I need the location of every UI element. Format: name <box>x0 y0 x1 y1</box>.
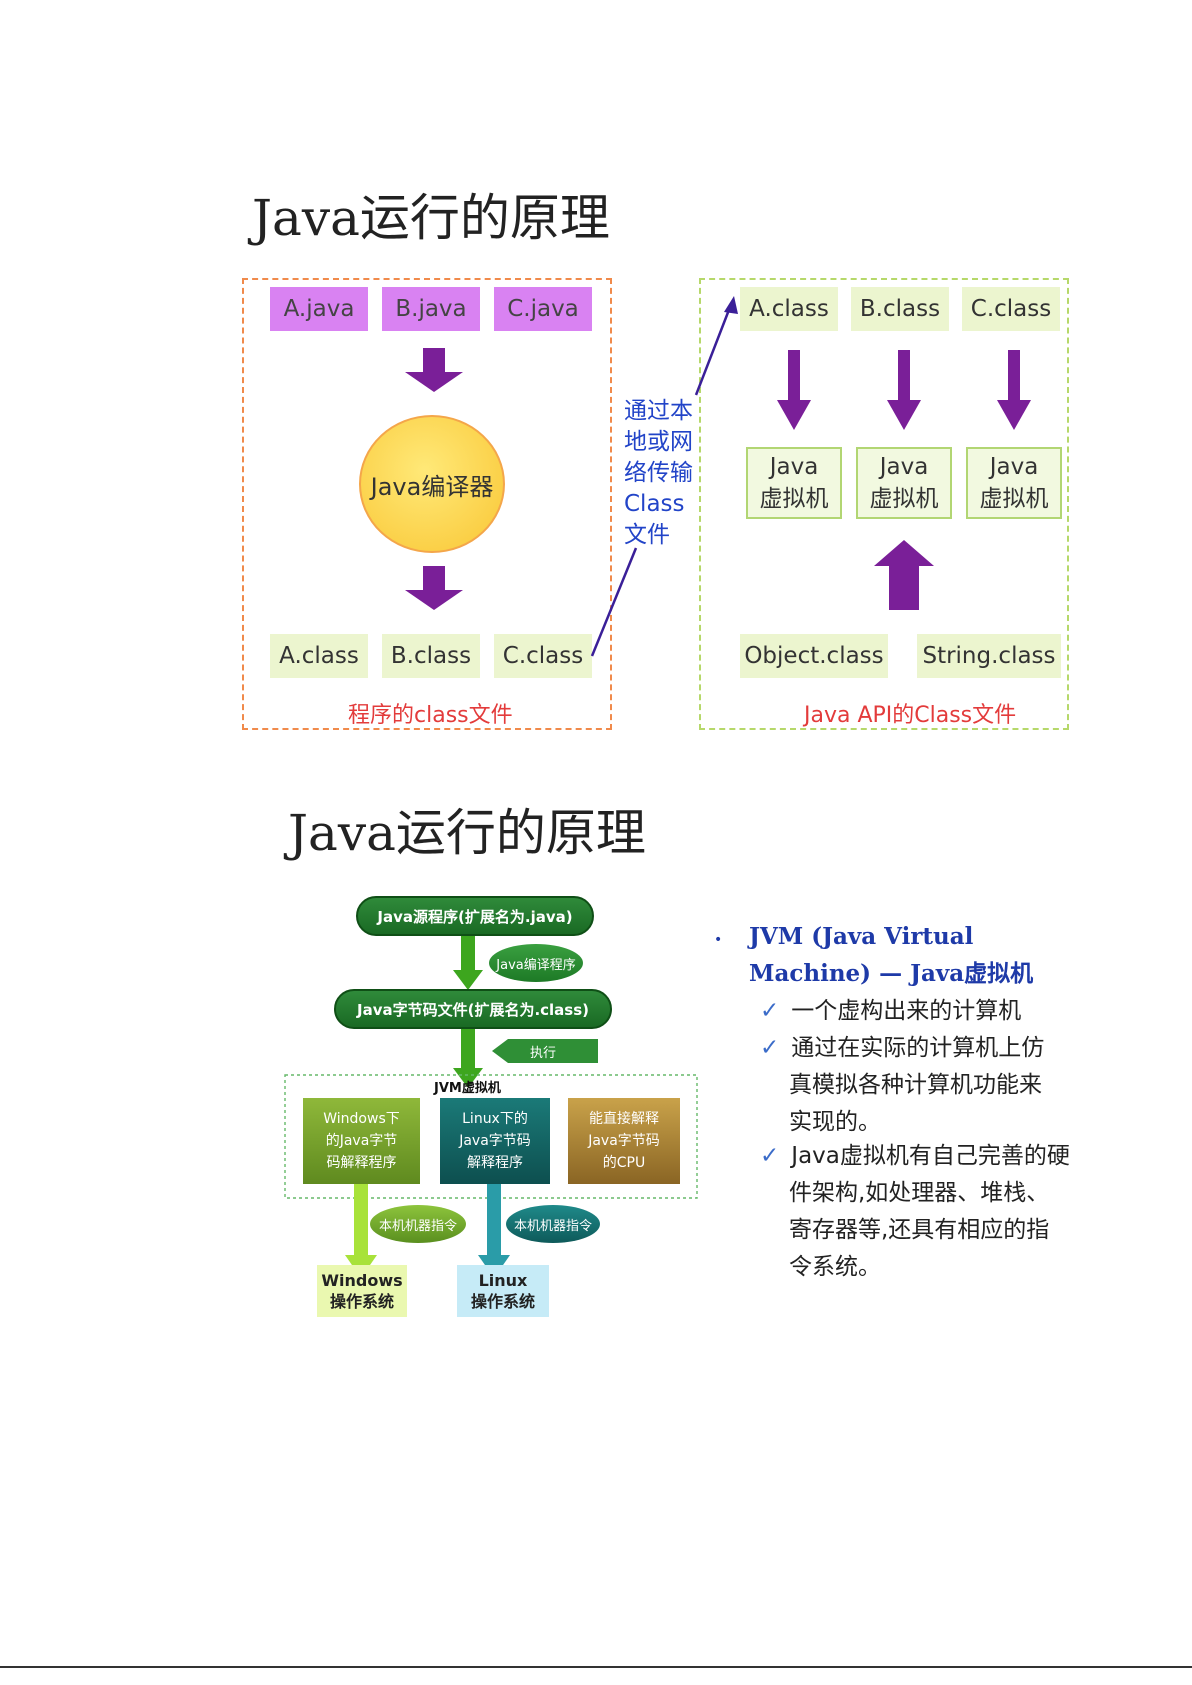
linux-os-box: Linux 操作系统 <box>457 1265 549 1317</box>
flow-arrow-1 <box>453 935 483 990</box>
windows-os-box: Windows 操作系统 <box>317 1265 407 1317</box>
check-icon: ✓ <box>760 1143 780 1169</box>
jvm-point-text: Java虚拟机有自己完善的硬 <box>791 1143 1070 1169</box>
transfer-arrow-head <box>724 296 738 314</box>
top-title: Java运行的原理 <box>252 189 610 247</box>
jvm-point-text: 通过在实际的计算机上仿 <box>791 1035 1045 1061</box>
loaded-class-a: A.class <box>740 287 838 331</box>
windows-interpreter-tile: Windows下 的Java字节 码解释程序 <box>303 1098 420 1184</box>
transfer-line: 文件 <box>624 522 670 548</box>
program-class-caption: 程序的class文件 <box>348 703 513 728</box>
output-class-a: A.class <box>270 634 368 678</box>
jvm-box-line: Java <box>879 454 929 480</box>
load-arrow-b <box>887 350 921 430</box>
java-compiler: Java编译器 <box>359 415 505 553</box>
top-arrows <box>405 296 1031 657</box>
os-line: 操作系统 <box>329 1292 394 1311</box>
jvm-point-text: 一个虚构出来的计算机 <box>791 998 1022 1024</box>
tile-line: Windows下 <box>323 1111 400 1127</box>
jvm-point-1: ✓ 一个虚构出来的计算机 <box>760 993 1021 1030</box>
tile-line: 的Java字节 <box>325 1133 398 1149</box>
jvm-box-line: 虚拟机 <box>979 486 1049 512</box>
transfer-line: 络传输 <box>624 460 693 486</box>
jvm-box-1: Java 虚拟机 <box>746 447 842 519</box>
output-class-c: C.class <box>494 634 592 678</box>
load-arrow-a <box>777 350 811 430</box>
jvm-region-label: JVM虚拟机 <box>434 1081 501 1096</box>
os-line: 操作系统 <box>470 1292 535 1311</box>
java-compiler-label: Java编译器 <box>370 472 494 501</box>
check-icon: ✓ <box>760 1035 780 1061</box>
exec-arrow-shape <box>492 1039 598 1063</box>
native-instruction-label-windows: 本机机器指令 <box>370 1205 466 1243</box>
transfer-line: 通过本 <box>624 398 693 424</box>
compile-arrow-down-2 <box>405 566 463 610</box>
jvm-heading-line-1: JVM (Java Virtual <box>749 923 974 950</box>
object-class: Object.class <box>740 634 888 678</box>
native-cpu-tile: 能直接解释 Java字节码 的CPU <box>568 1098 680 1184</box>
flow-arrow-2 <box>453 1028 483 1088</box>
jvm-box-line: 虚拟机 <box>759 486 829 512</box>
transfer-line: 地或网 <box>624 429 693 455</box>
jvm-box-line: 虚拟机 <box>869 486 939 512</box>
linux-interpreter-tile: Linux下的 Java字节码 解释程序 <box>440 1098 550 1184</box>
jvm-point-3-cont: 令系统。 <box>789 1254 881 1280</box>
api-arrow-up <box>874 540 934 610</box>
tile-line: 解释程序 <box>466 1155 523 1171</box>
bytecode-file-pill: Java字节码文件(扩展名为.class) <box>334 989 612 1029</box>
jvm-box-line: Java <box>769 454 819 480</box>
tile-line: 码解释程序 <box>326 1155 397 1171</box>
tile-line: Java字节码 <box>459 1133 531 1149</box>
source-file-b: B.java <box>382 287 480 331</box>
exec-label: 执行 <box>530 1046 557 1061</box>
tile-line: 的CPU <box>602 1155 646 1171</box>
jvm-point-2-cont: 真模拟各种计算机功能来 <box>789 1072 1042 1098</box>
tile-line: Linux下的 <box>462 1111 528 1127</box>
linux-native-arrow <box>478 1182 510 1278</box>
tile-line: 能直接解释 <box>588 1111 659 1127</box>
api-class-caption: Java API的Class文件 <box>804 703 1017 728</box>
transfer-arrow <box>590 301 734 657</box>
jvm-point-3-cont: 寄存器等,还具有相应的指 <box>789 1217 1050 1243</box>
bullet-icon: • <box>714 932 723 948</box>
load-arrow-c <box>997 350 1031 430</box>
footer-rule <box>0 1666 1192 1668</box>
loaded-class-b: B.class <box>851 287 949 331</box>
api-class-region <box>699 278 1069 730</box>
jvm-point-2-cont: 实现的。 <box>789 1109 881 1135</box>
source-program-pill: Java源程序(扩展名为.java) <box>356 896 594 936</box>
jvm-box-3: Java 虚拟机 <box>966 447 1062 519</box>
loaded-class-c: C.class <box>962 287 1060 331</box>
bottom-title: Java运行的原理 <box>288 804 646 862</box>
check-icon: ✓ <box>760 998 780 1024</box>
jvm-box-2: Java 虚拟机 <box>856 447 952 519</box>
output-class-b: B.class <box>382 634 480 678</box>
jvm-point-3: ✓ Java虚拟机有自己完善的硬 <box>760 1138 1070 1175</box>
jvm-box-line: Java <box>989 454 1039 480</box>
string-class: String.class <box>917 634 1061 678</box>
os-line: Windows <box>321 1271 403 1290</box>
program-class-region <box>242 278 612 730</box>
jvm-heading-line-2: Machine) — Java虚拟机 <box>749 960 1034 987</box>
source-file-c: C.java <box>494 287 592 331</box>
transfer-line: Class <box>624 491 685 517</box>
os-line: Linux <box>478 1271 528 1290</box>
jvm-point-3-cont: 件架构,如处理器、堆栈、 <box>789 1180 1050 1206</box>
jvm-point-2: ✓ 通过在实际的计算机上仿 <box>760 1030 1044 1067</box>
native-instruction-label-linux: 本机机器指令 <box>506 1205 600 1243</box>
transfer-note: 通过本 地或网 络传输 Class 文件 <box>624 396 693 551</box>
compile-arrow-down-1 <box>405 348 463 392</box>
tile-line: Java字节码 <box>588 1133 660 1149</box>
source-file-a: A.java <box>270 287 368 331</box>
compile-program-label: Java编译程序 <box>489 944 583 982</box>
